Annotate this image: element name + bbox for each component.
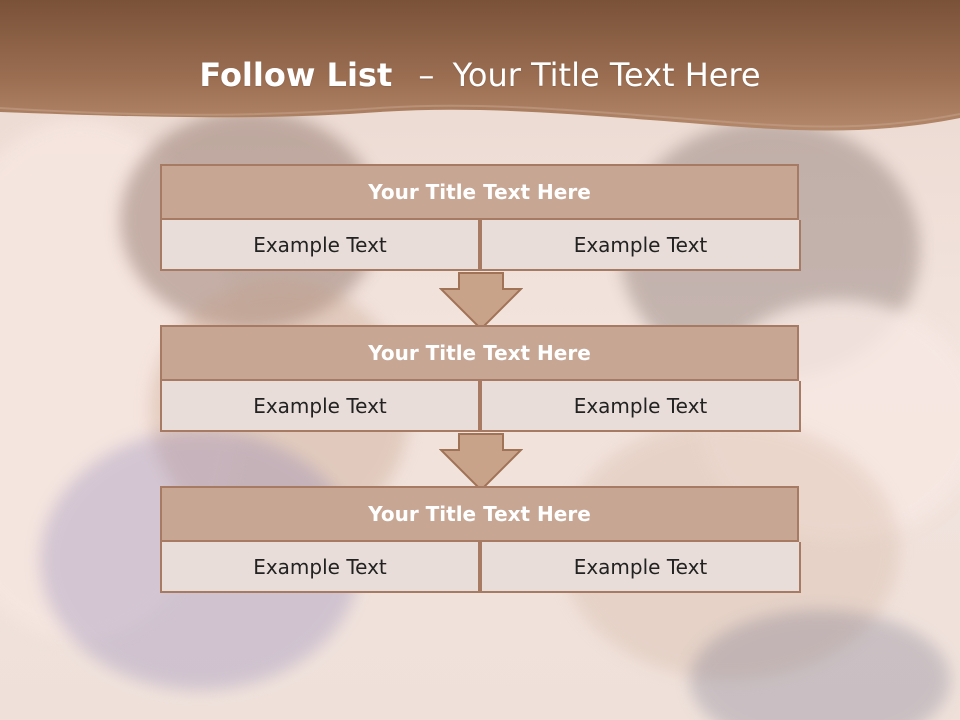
block-row: Example Text Example Text — [160, 220, 801, 271]
block-heading: Your Title Text Here — [160, 486, 799, 542]
block-cell-left: Example Text — [160, 542, 480, 593]
block-cell-left: Example Text — [160, 220, 480, 271]
title-rest: Your Title Text Here — [452, 56, 761, 94]
down-arrow-icon — [438, 271, 524, 331]
title-bold: Follow List — [199, 56, 393, 94]
block-row: Example Text Example Text — [160, 542, 801, 593]
block-heading: Your Title Text Here — [160, 164, 799, 220]
block-cell-right: Example Text — [480, 381, 801, 432]
list-block-1: Your Title Text Here Example Text Exampl… — [160, 164, 801, 271]
title-dash: – — [418, 56, 435, 94]
block-cell-right: Example Text — [480, 220, 801, 271]
block-cell-left: Example Text — [160, 381, 480, 432]
list-block-3: Your Title Text Here Example Text Exampl… — [160, 486, 801, 593]
header-band — [0, 0, 960, 140]
page-title: Follow List – Your Title Text Here — [0, 56, 960, 94]
block-cell-right: Example Text — [480, 542, 801, 593]
header-wave — [0, 0, 960, 131]
down-arrow-icon — [438, 432, 524, 492]
block-heading: Your Title Text Here — [160, 325, 799, 381]
list-block-2: Your Title Text Here Example Text Exampl… — [160, 325, 801, 432]
block-row: Example Text Example Text — [160, 381, 801, 432]
photo-blur-shape — [690, 610, 950, 720]
